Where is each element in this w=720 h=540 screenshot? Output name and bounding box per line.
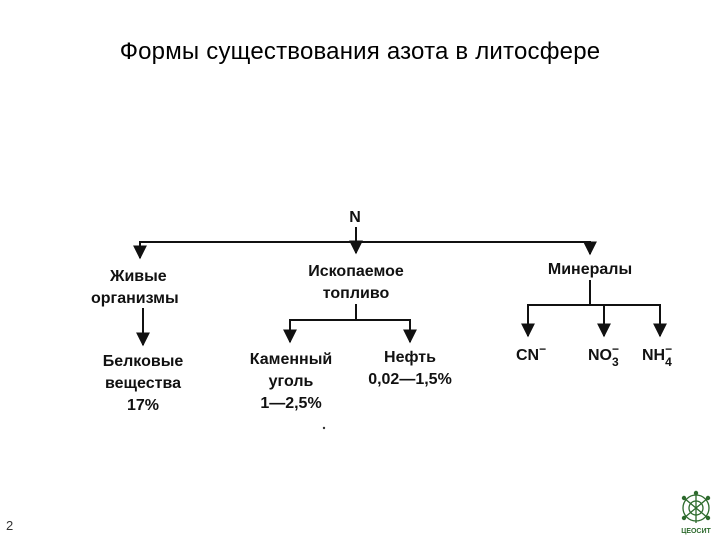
scan-dot	[322, 426, 326, 430]
branch-living-line2: организмы	[91, 290, 179, 307]
leaf-proteins-line2: вещества	[105, 375, 181, 392]
root-connectors	[133, 227, 597, 260]
root-node-n: N	[349, 209, 361, 226]
leaf-proteins-line1: Белковые	[103, 353, 184, 370]
branch-living-line1: Живые	[109, 268, 167, 285]
minerals-connectors	[521, 280, 667, 338]
logo-text: ЦЕОСИТ	[681, 528, 711, 535]
leaf-coal-percent: 1—2,5%	[260, 395, 321, 412]
branch-fossil-line1: Ископаемое	[308, 263, 404, 280]
leaf-oil-line1: Нефть	[384, 349, 436, 366]
branch-minerals: Минералы	[548, 261, 632, 278]
ceosit-logo: ЦЕОСИТ	[681, 490, 712, 535]
leaf-coal-line2: уголь	[269, 373, 314, 390]
leaf-ion-cn: CN−	[516, 342, 546, 364]
leaf-oil-percent: 0,02—1,5%	[368, 371, 452, 388]
fossil-connectors	[283, 304, 417, 344]
leaf-coal-line1: Каменный	[250, 351, 332, 368]
leaf-proteins-percent: 17%	[127, 397, 159, 414]
leaf-ion-no3: NO−3	[588, 342, 619, 369]
branch-fossil-line2: топливо	[323, 285, 390, 302]
slide-title: Формы существования азота в литосфере	[119, 38, 601, 65]
leaf-ion-nh4: NH−4	[642, 342, 672, 369]
page-number: 2	[6, 518, 14, 533]
